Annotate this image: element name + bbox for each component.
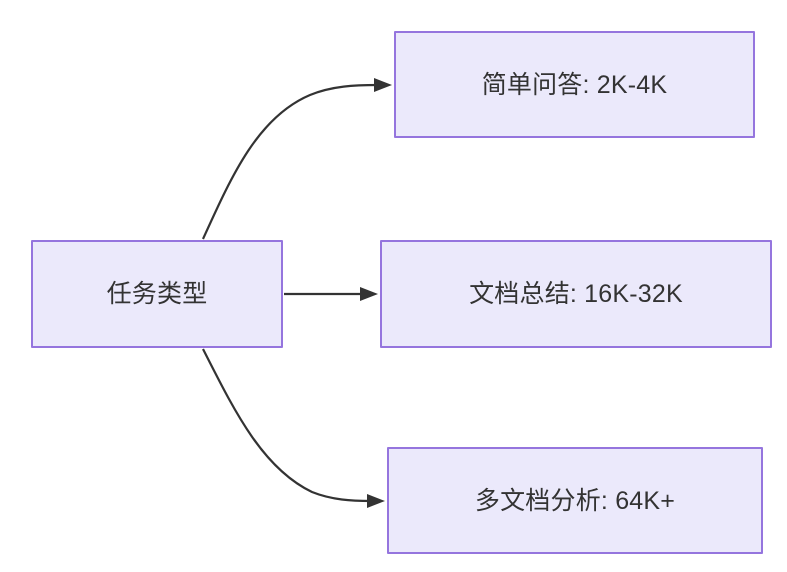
node-simple-qa-label: 简单问答: 2K-4K — [481, 70, 668, 99]
edge-task-type-to-simple-qa — [201, 78, 392, 240]
edge-path-multi-doc — [202, 348, 372, 503]
node-doc-summary-label: 文档总结: 16K-32K — [469, 280, 683, 308]
node-multi-doc-label: 多文档分析: 64K+ — [474, 486, 676, 515]
arrow-head-multi-doc — [367, 494, 385, 508]
node-simple-qa[interactable]: 简单问答: 2K-4K — [394, 31, 755, 138]
edge-task-type-to-doc-summary — [284, 287, 378, 301]
edge-path-simple-qa — [201, 83, 379, 240]
edge-task-type-to-multi-doc — [202, 348, 385, 508]
arrow-head-doc-summary — [360, 287, 378, 301]
node-multi-doc[interactable]: 多文档分析: 64K+ — [387, 447, 763, 554]
node-doc-summary[interactable]: 文档总结: 16K-32K — [380, 240, 772, 348]
node-task-type-label: 任务类型 — [106, 280, 208, 308]
node-task-type[interactable]: 任务类型 — [31, 240, 283, 348]
arrow-head-simple-qa — [374, 78, 392, 92]
